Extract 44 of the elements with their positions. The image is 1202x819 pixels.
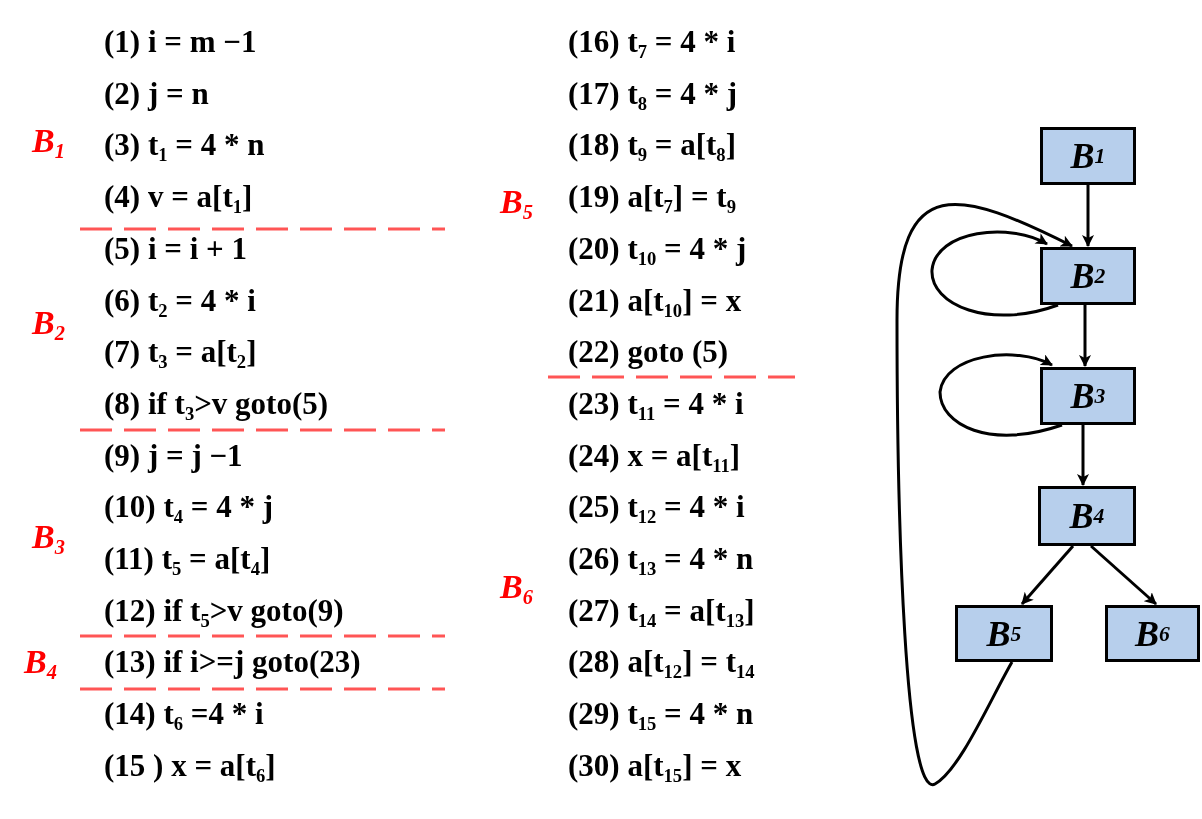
- code-line: (28) a[t$_{12}$] = t$_{14}$: [568, 644, 755, 681]
- code-line: (15 ) x = a[t$_{6}$]: [104, 747, 276, 784]
- code-line: (12) if t$_{5}$>v goto(9): [104, 592, 344, 629]
- code-line: (25) t$_{12}$ = 4 * i: [568, 489, 745, 526]
- arrow: [1082, 185, 1094, 247]
- code-line: (20) t$_{10}$ = 4 * j: [568, 230, 747, 267]
- arrow: [1079, 305, 1091, 367]
- code-line: (18) t$_{9}$ = a[t$_{8}$]: [568, 127, 736, 164]
- arrow: [1090, 544, 1157, 606]
- code-line: (29) t$_{15}$ = 4 * n: [568, 696, 754, 733]
- code-line: (10) t$_{4}$ = 4 * j: [104, 489, 274, 526]
- block-label: B$_{3}$: [32, 518, 65, 556]
- arrow: [895, 202, 1073, 786]
- code-line: (2) j = n: [104, 75, 209, 112]
- code-line: (9) j = j −1: [104, 437, 243, 474]
- code-line: (30) a[t$_{15}$] = x: [568, 747, 742, 784]
- code-line: (13) if i>=j goto(23): [104, 644, 361, 681]
- code-line: (26) t$_{13}$ = 4 * n: [568, 541, 754, 577]
- block-label: B$_{1}$: [32, 122, 65, 160]
- code-line: (11) t$_{5}$ = a[t$_{4}$]: [104, 541, 271, 577]
- block-label: B$_{2}$: [32, 304, 65, 342]
- code-line: (27) t$_{14}$ = a[t$_{13}$]: [568, 592, 755, 629]
- code-line: (22) goto (5): [568, 334, 729, 371]
- code-line: (14) t$_{6}$ =4 * i: [104, 696, 264, 733]
- code-line: (23) t$_{11}$ = 4 * i: [568, 385, 744, 422]
- arrow: [930, 230, 1059, 317]
- code-line: (19) a[t$_{7}$] = t$_{9}$: [568, 179, 736, 216]
- code-line: (3) t$_{1}$ = 4 * n: [104, 127, 265, 164]
- code-line: (17) t$_{8}$ = 4 * j: [568, 75, 738, 112]
- code-line: (8) if t$_{3}$>v goto(5): [104, 385, 329, 422]
- code-line: (21) a[t$_{10}$] = x: [568, 282, 742, 319]
- block-label: B$_{6}$: [500, 568, 533, 606]
- code-line: (5) i = i + 1: [104, 230, 247, 267]
- code-line: (1) i = m −1: [104, 24, 257, 60]
- code-line: (7) t$_{3}$ = a[t$_{2}$]: [104, 334, 257, 371]
- code-line: (16) t$_{7}$ = 4 * i: [568, 24, 736, 60]
- arrow: [938, 353, 1063, 437]
- arrow: [1020, 545, 1075, 605]
- code-line: (24) x = a[t$_{11}$]: [568, 437, 741, 474]
- block-label: B$_{4}$: [24, 643, 57, 681]
- code-line: (4) v = a[t$_{1}$]: [104, 179, 253, 216]
- arrow: [1077, 425, 1089, 486]
- code-line: (6) t$_{2}$ = 4 * i: [104, 282, 256, 319]
- block-label: B$_{5}$: [500, 183, 533, 221]
